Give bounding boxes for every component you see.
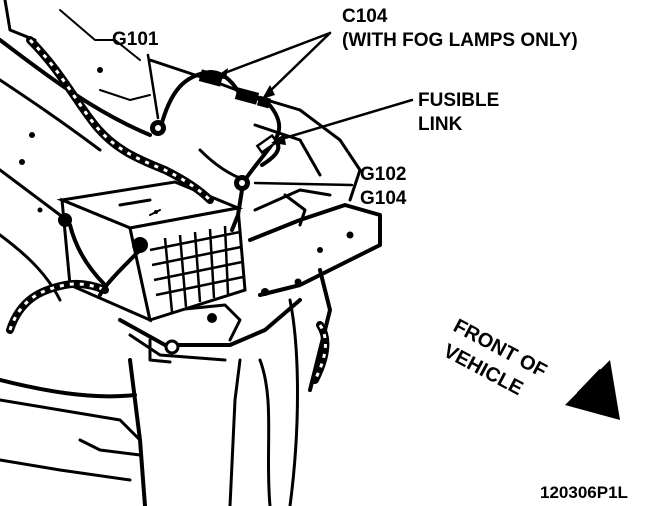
label-g104: G104	[360, 188, 407, 209]
leader-lines	[146, 31, 414, 187]
battery	[56, 180, 247, 323]
label-c104: C104	[342, 6, 388, 27]
front-arrow-icon	[565, 360, 620, 420]
label-g102: G102	[360, 164, 406, 185]
label-fusible: FUSIBLE	[418, 90, 499, 111]
front-of-vehicle-indicator: FRONT OF VEHICLE	[440, 315, 620, 420]
label-c104-note: (WITH FOG LAMPS ONLY)	[342, 30, 578, 51]
connectors	[150, 69, 279, 232]
vehicle-structure	[0, 0, 382, 506]
wiring-harness	[6, 36, 330, 384]
label-g101: G101	[112, 29, 159, 50]
label-link: LINK	[418, 114, 463, 135]
figure-code: 120306P1L	[540, 483, 628, 502]
